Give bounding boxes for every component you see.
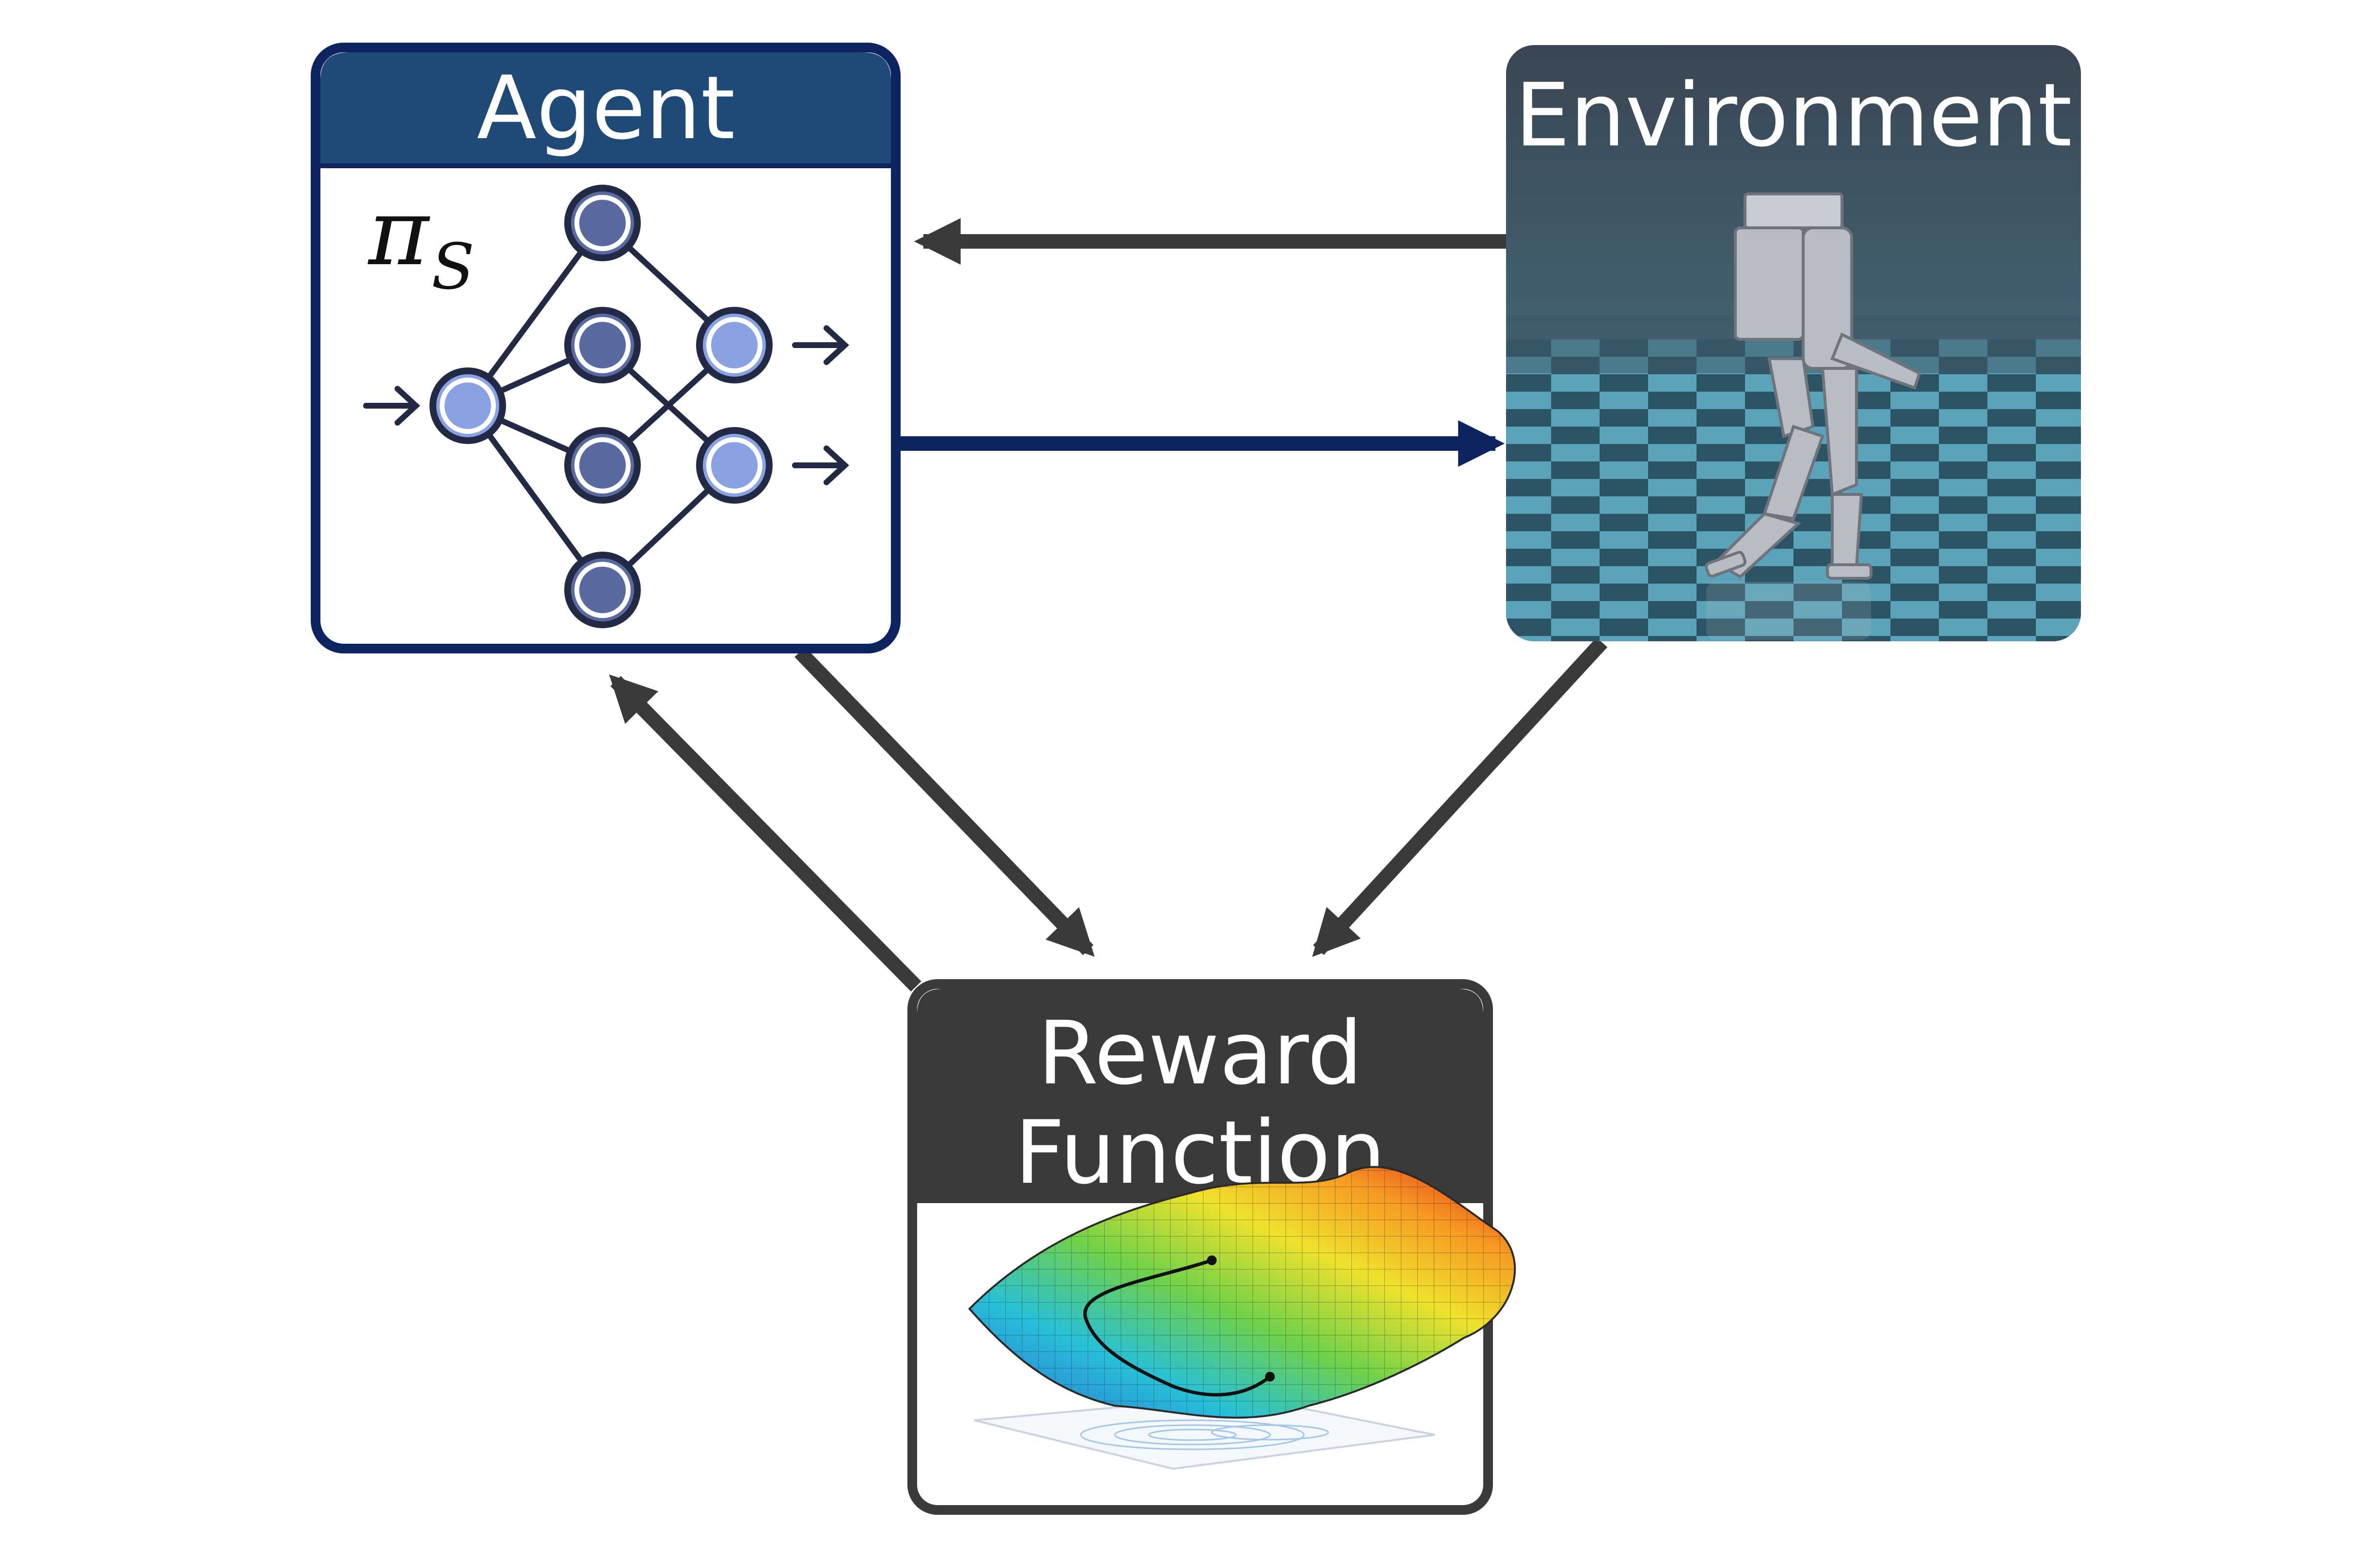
- arrow-env-to-reward: [1312, 637, 1608, 957]
- connection-arrows: [609, 218, 1608, 992]
- robot-figure: [1704, 192, 1921, 580]
- neural-network-icon: [363, 185, 849, 628]
- policy-subscript: S: [431, 230, 475, 303]
- policy-symbol: π: [367, 179, 430, 286]
- input-arrow-icon: [363, 386, 420, 426]
- environment-title: Environment: [1515, 65, 2072, 166]
- reward-function-box: Reward Function: [907, 979, 1516, 1515]
- reward-title-line1: Reward: [1038, 1003, 1363, 1104]
- arrow-agent-to-reward: [794, 647, 1095, 957]
- agent-header: [320, 52, 891, 165]
- arrow-reward-to-agent: [609, 674, 921, 992]
- agent-box: Agent π S: [311, 43, 901, 653]
- environment-scene: [1506, 192, 2081, 641]
- agent-title: Agent: [477, 58, 735, 159]
- reward-header: [917, 989, 1483, 1203]
- environment-box: Environment: [1506, 45, 2081, 641]
- optimization-path: [1083, 1258, 1271, 1397]
- output-arrow-icon: [792, 325, 849, 485]
- policy-label: π S: [367, 179, 475, 303]
